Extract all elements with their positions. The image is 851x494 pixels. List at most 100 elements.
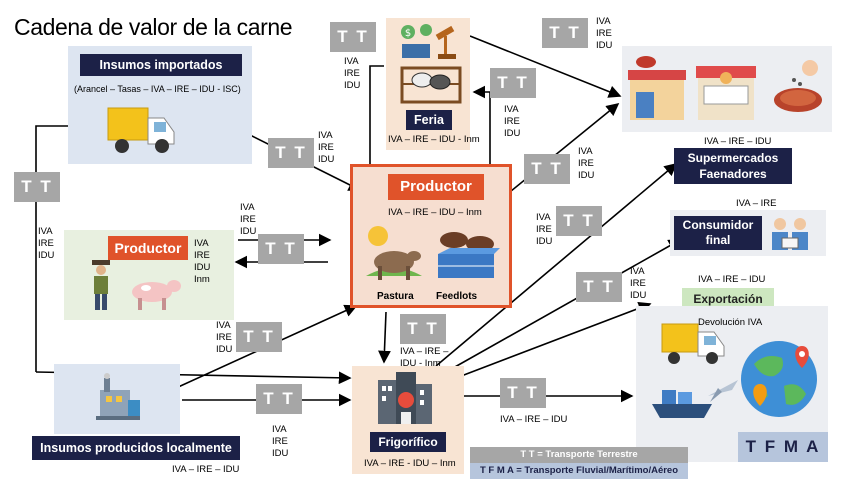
legend-tfma: T F M A = Transporte Fluvial/Marítimo/Aé… [470, 463, 688, 479]
feria-taxes: IVA – IRE – IDU - Inm [388, 134, 480, 145]
tax-line: IVA [272, 424, 288, 436]
feedlot-icon [430, 220, 502, 286]
supermercados-label-line2: Faenadores [674, 166, 792, 182]
legend-tt: T T = Transporte Terrestre [470, 447, 688, 463]
consumidor-label-line2: final [674, 233, 762, 248]
tax-line: IRE [38, 238, 54, 250]
consumidor-taxes: IVA – IRE [736, 198, 776, 209]
tax-line: IDU [38, 250, 54, 262]
tt-badge-frig-supermercados: T T [556, 206, 602, 236]
tax-line: IDU [596, 40, 612, 52]
frigorifico-taxes: IVA – IRE - IDU – Inm [364, 458, 456, 469]
productor-left-header: Productor [108, 236, 188, 260]
supermercados-header: Supermercados Faenadores [674, 148, 792, 184]
tax-line: IVA – IRE – [400, 346, 448, 358]
tax-line: IVA [536, 212, 552, 224]
cow-icon [124, 272, 186, 312]
building-icon [372, 370, 436, 426]
tax-frig-export: IVA – IRE – IDU [500, 414, 567, 425]
tax-line: IVA [344, 56, 360, 68]
arrow-frigorifico-to-exportacion [456, 304, 650, 378]
people-icon [768, 214, 812, 252]
export-truck-icon [660, 318, 726, 370]
productor-left-tax-iva: IVA [194, 238, 210, 250]
tt-badge-locales-frigorifico: T T [256, 384, 302, 414]
pastura-label: Pastura [377, 291, 414, 302]
feedlots-label: Feedlots [436, 291, 477, 302]
svg-text:$: $ [405, 28, 411, 39]
tax-line: IVA [578, 146, 594, 158]
insumos-importados-header: Insumos importados [80, 54, 242, 76]
insumos-locales-header: Insumos producidos localmente [32, 436, 240, 460]
insumos-importados-taxes: (Arancel – Tasas – IVA – IRE – IDU - ISC… [74, 84, 241, 94]
supermercados-taxes: IVA – IRE – IDU [704, 136, 771, 147]
farmer-icon [88, 258, 114, 312]
tax-line: IDU - Inm [400, 358, 448, 370]
tax-line: IDU [344, 80, 360, 92]
cattle-pen-icon [400, 64, 462, 106]
tax-line: IRE [240, 214, 256, 226]
insumos-locales-taxes: IVA – IRE – IDU [172, 464, 239, 475]
productor-left-tax-ire: IRE [194, 250, 210, 262]
arrow-productor-to-frigorifico [384, 312, 386, 362]
meat-grill-icon [764, 54, 830, 122]
tax-line: IDU [240, 226, 256, 238]
tax-productor-frigorifico: IVA – IRE –IDU - Inm [400, 346, 448, 370]
tax-line: IVA [318, 130, 334, 142]
tt-badge-feria-right: T T [542, 18, 588, 48]
tt-badge-feria-left: T T [330, 22, 376, 52]
consumidor-label-line1: Consumidor [674, 218, 762, 233]
tt-badge-productor-left: T T [258, 234, 304, 264]
tax-line: IVA [630, 266, 646, 278]
page-title: Cadena de valor de la carne [14, 14, 292, 41]
tt-badge-left-vertical: T T [14, 172, 60, 202]
tax-line: IRE [318, 142, 334, 154]
tax-line: IVA [240, 202, 256, 214]
consumidor-header: Consumidor final [674, 216, 762, 250]
money-auction-icon: $ [396, 22, 462, 62]
tax-line: IDU [630, 290, 646, 302]
tax-line: IDU [216, 344, 232, 356]
productor-left-tax-inm: Inm [194, 274, 210, 286]
tax-line: IRE [578, 158, 594, 170]
frigorifico-header: Frigorífico [370, 432, 446, 452]
tt-badge-productor-supermercados: T T [524, 154, 570, 184]
tax-line: IRE [344, 68, 360, 80]
exportacion-taxes: IVA – IRE – IDU [698, 274, 765, 285]
tax-line: IVA [504, 104, 520, 116]
tax-line: IRE [630, 278, 646, 290]
tt-badge-importados: T T [268, 138, 314, 168]
tt-badge-frig-consumidor: T T [576, 272, 622, 302]
tax-line: IVA [38, 226, 54, 238]
tax-line: IDU [536, 236, 552, 248]
truck-icon [106, 102, 176, 158]
market-stall-icon [694, 56, 758, 122]
tt-badge-frig-export: T T [500, 378, 546, 408]
productor-central-taxes: IVA – IRE – IDU – Inm [388, 207, 482, 218]
productor-left-taxes: IVA IRE IDU Inm [194, 238, 210, 286]
tax-line: IDU [318, 154, 334, 166]
productor-central-header: Productor [388, 174, 484, 200]
factory-icon [92, 372, 144, 422]
tax-line: IRE [216, 332, 232, 344]
feria-header: Feria [406, 110, 452, 130]
tfma-box: T F M A [738, 432, 828, 462]
tax-line: IDU [504, 128, 520, 140]
tax-line: IDU [272, 448, 288, 460]
tax-line: IVA [216, 320, 232, 332]
supermercados-label-line1: Supermercados [674, 150, 792, 166]
tt-badge-feria-return: T T [490, 68, 536, 98]
tax-line: IRE [596, 28, 612, 40]
tax-line: IVA [596, 16, 612, 28]
